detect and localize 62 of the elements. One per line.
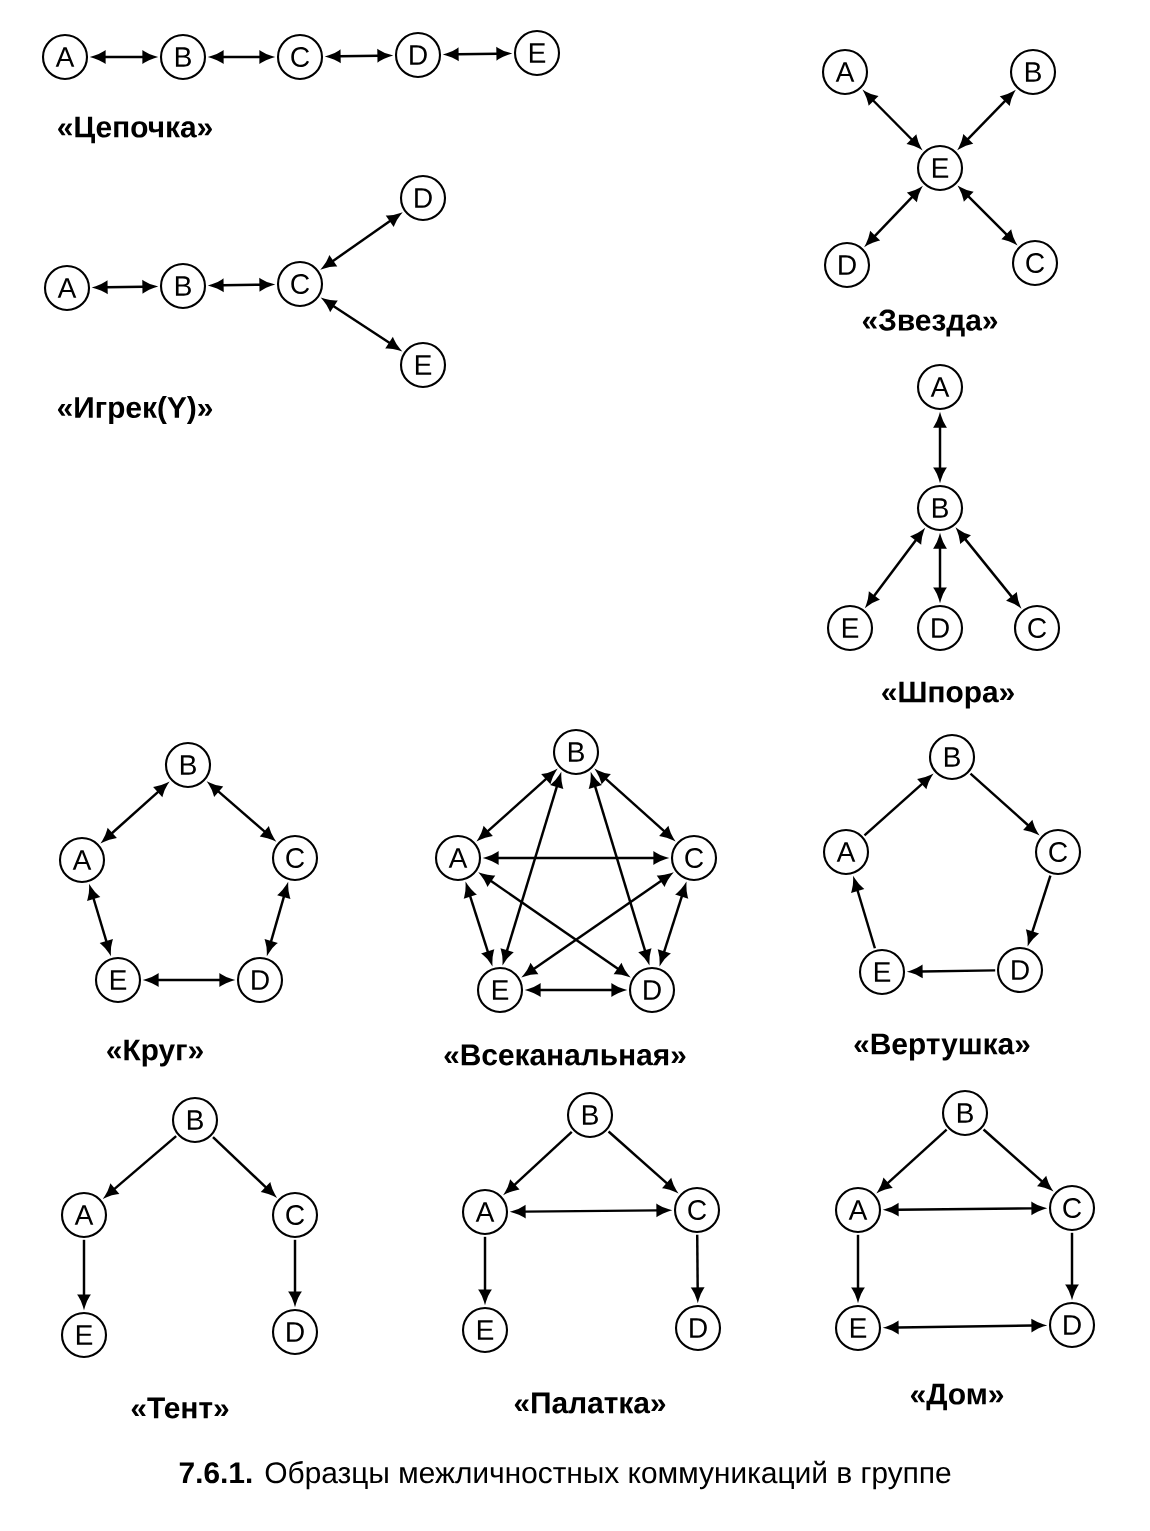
arrow <box>480 873 629 977</box>
arrow <box>863 775 932 837</box>
arrow <box>934 535 946 601</box>
arrow <box>878 1128 948 1192</box>
arrow <box>210 51 273 63</box>
arrow <box>596 770 674 840</box>
arrow <box>1026 875 1052 944</box>
pattern-name: «Круг» <box>107 1039 203 1067</box>
arrow <box>479 1236 491 1303</box>
arrow <box>512 1204 670 1218</box>
arrow <box>210 278 273 292</box>
arrow <box>478 770 556 840</box>
arrow <box>957 529 1020 607</box>
arrow <box>87 886 113 954</box>
arrow <box>658 884 688 964</box>
arrow <box>959 91 1014 149</box>
arrow <box>323 298 400 351</box>
arrow <box>485 852 667 864</box>
arrow <box>865 187 922 246</box>
arrow <box>851 878 877 949</box>
arrow <box>909 965 996 978</box>
arrow <box>959 187 1016 244</box>
pattern-name: «Звезда» <box>862 309 998 337</box>
arrow <box>691 1234 704 1301</box>
arrow <box>327 49 391 63</box>
arrow <box>864 91 921 149</box>
arrow <box>1066 1232 1078 1298</box>
arrow <box>289 1239 301 1305</box>
arrow <box>505 1130 573 1194</box>
arrow <box>866 530 924 606</box>
arrow <box>607 1130 677 1192</box>
arrow <box>322 213 401 269</box>
pattern-name: «Дом» <box>910 1383 1004 1411</box>
arrow <box>94 280 156 294</box>
arrow <box>527 984 625 996</box>
arrow <box>885 1202 1045 1216</box>
arrow <box>501 774 563 963</box>
pattern-name: «Цепочка» <box>58 116 212 144</box>
arrow <box>934 414 946 481</box>
arrow <box>208 782 275 841</box>
arrow <box>589 774 651 963</box>
arrow <box>92 51 156 63</box>
arrow <box>212 1136 276 1197</box>
figure-caption: 7.6.1. Образцы межличностных коммуникаций в группе <box>179 1460 951 1490</box>
arrow <box>265 884 290 954</box>
arrow <box>852 1234 864 1301</box>
pattern-name: «Тент» <box>131 1397 229 1419</box>
arrow <box>445 47 510 61</box>
pattern-name: «Игрек(Y)» <box>57 396 213 424</box>
arrow <box>102 783 168 842</box>
arrow <box>78 1239 90 1308</box>
arrow <box>145 974 233 986</box>
arrow <box>104 1135 177 1198</box>
pattern-name: «Вертушка» <box>854 1033 1030 1061</box>
arrow <box>885 1319 1045 1334</box>
arrow <box>523 873 672 977</box>
pattern-name: «Всеканальная» <box>444 1044 686 1066</box>
pattern-name: «Палатка» <box>514 1392 666 1414</box>
arrow <box>982 1128 1052 1190</box>
arrow <box>969 772 1038 834</box>
pattern-name: «Шпора» <box>882 681 1014 709</box>
arrow <box>464 884 494 964</box>
